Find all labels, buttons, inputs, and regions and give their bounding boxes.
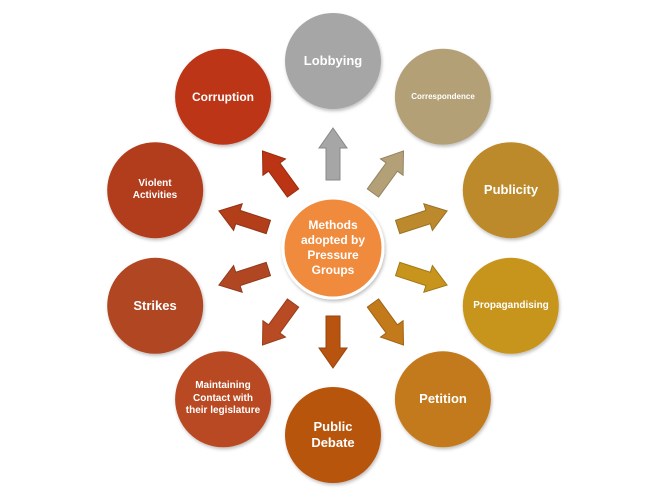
strikes-arrow bbox=[218, 261, 272, 293]
public-debate-circle bbox=[285, 387, 381, 483]
publicity-arrow bbox=[394, 203, 448, 235]
violent-activities-circle bbox=[107, 142, 204, 239]
publicity-circle bbox=[462, 142, 559, 239]
propagandising-arrow bbox=[394, 261, 448, 293]
correspondence-circle bbox=[394, 48, 491, 145]
propagandising-circle bbox=[462, 257, 559, 354]
petition-arrow bbox=[366, 298, 405, 346]
strikes-circle bbox=[107, 257, 204, 354]
corruption-arrow bbox=[261, 150, 300, 198]
center-circle bbox=[281, 196, 385, 300]
public-debate-arrow bbox=[318, 315, 348, 369]
correspondence-arrow bbox=[366, 150, 405, 198]
violent-activities-arrow bbox=[218, 203, 272, 235]
maintaining-contact-circle bbox=[175, 351, 272, 448]
lobbying-arrow bbox=[318, 127, 348, 181]
maintaining-contact-arrow bbox=[261, 298, 300, 346]
corruption-circle bbox=[175, 48, 272, 145]
lobbying-circle bbox=[285, 13, 381, 109]
petition-circle bbox=[394, 351, 491, 448]
